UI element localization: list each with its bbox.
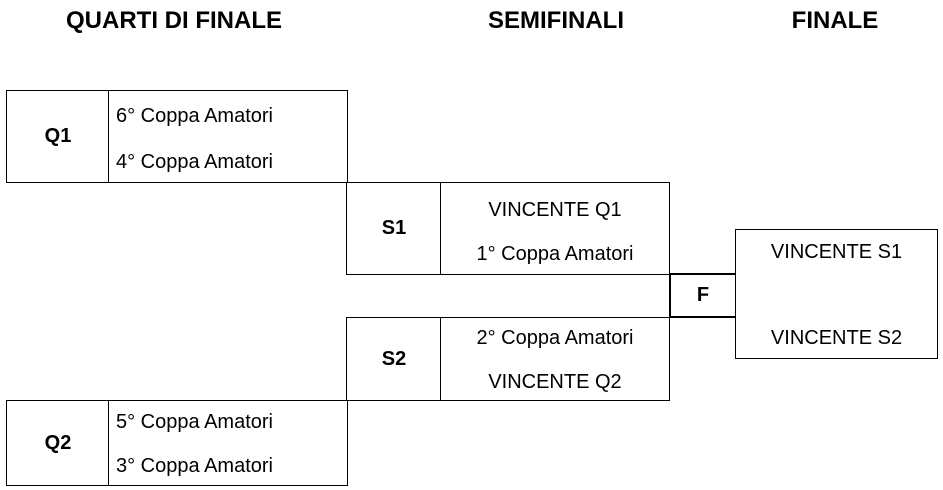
q2-team2: 3° Coppa Amatori [116,455,273,477]
final-connector-bottom [669,316,737,318]
final-header: FINALE [791,7,879,34]
q2-teams-cell [108,400,348,486]
quarterfinals-header: QUARTI DI FINALE [66,7,282,34]
final-team1: VINCENTE S1 [770,241,903,263]
q2-team1: 5° Coppa Amatori [116,411,273,433]
q1-code: Q1 [44,125,72,147]
q2-code: Q2 [44,431,72,454]
s1-team1: VINCENTE Q1 [488,199,622,221]
q1-team1: 6° Coppa Amatori [116,105,273,127]
q1-teams-cell [108,90,348,183]
final-code: F [696,284,710,306]
q1-team2: 4° Coppa Amatori [116,151,273,173]
s2-team1: 2° Coppa Amatori [476,327,634,349]
s2-code-cell [346,317,442,401]
s1-team2: 1° Coppa Amatori [476,243,634,265]
s1-teams-cell [440,182,670,275]
s1-code: S1 [381,217,407,239]
q1-code-cell [6,90,110,183]
final-connector-left [669,273,671,318]
q2-code-cell [6,400,110,486]
s2-teams-cell [440,317,670,401]
final-team2: VINCENTE S2 [770,327,903,349]
s2-code: S2 [381,347,407,370]
final-box [735,229,938,359]
final-connector-top [669,273,737,275]
s1-code-cell [346,182,442,275]
s2-team2: VINCENTE Q2 [488,371,622,393]
semifinals-header: SEMIFINALI [488,7,624,34]
